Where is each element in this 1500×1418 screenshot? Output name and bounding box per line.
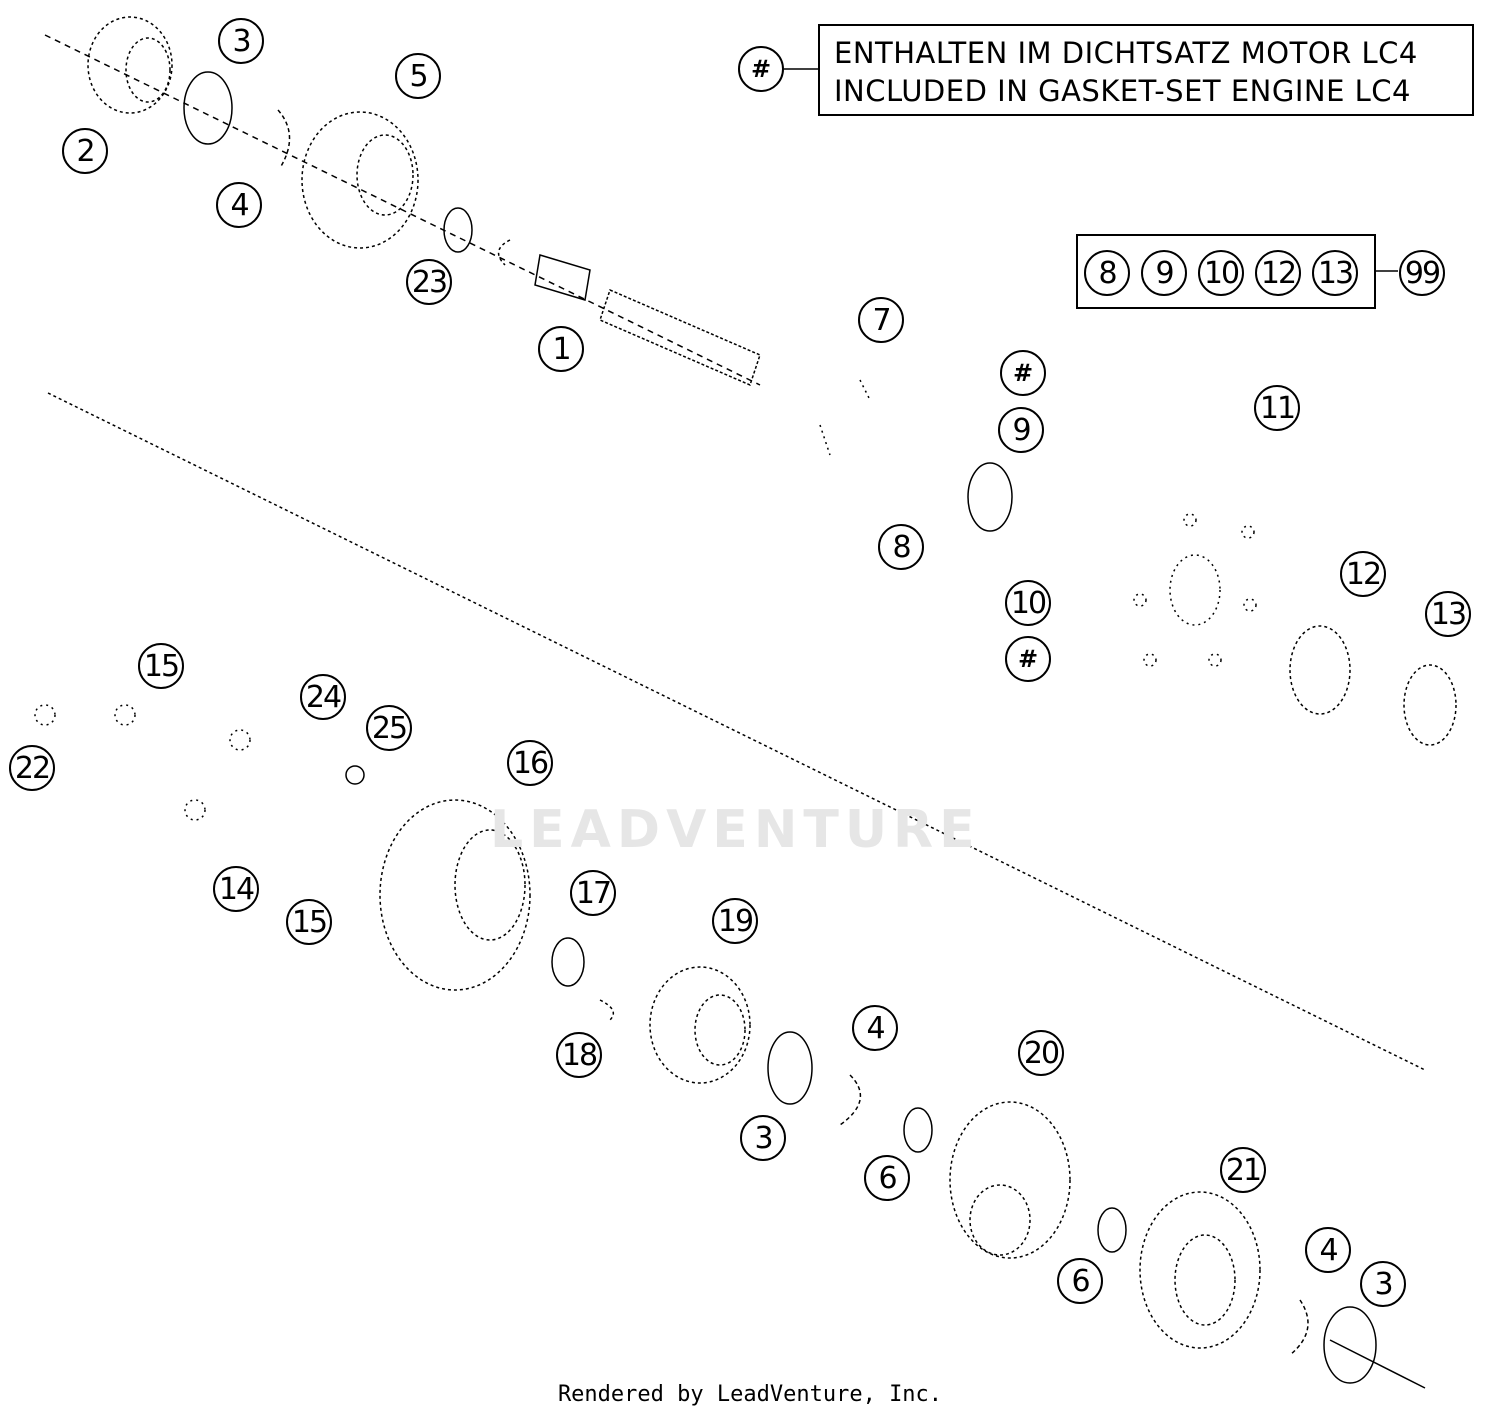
callout-3-mid[interactable]: 3 bbox=[740, 1115, 786, 1161]
kit-part-13[interactable]: 13 bbox=[1312, 250, 1358, 296]
callout-hash-upper[interactable]: # bbox=[1000, 350, 1046, 396]
callout-6-left[interactable]: 6 bbox=[864, 1155, 910, 1201]
callout-5[interactable]: 5 bbox=[395, 53, 441, 99]
circlip-4-end bbox=[1289, 1299, 1309, 1356]
callout-7[interactable]: 7 bbox=[858, 297, 904, 343]
callout-15-bottom[interactable]: 15 bbox=[286, 899, 332, 945]
needle-bearing-1 bbox=[534, 254, 591, 301]
circlip-4-lower bbox=[839, 1074, 862, 1126]
gear-5 bbox=[301, 111, 419, 249]
callout-3-end[interactable]: 3 bbox=[1360, 1261, 1406, 1307]
callout-22[interactable]: 22 bbox=[9, 745, 55, 791]
callout-13[interactable]: 13 bbox=[1425, 591, 1471, 637]
snap-ring-upper bbox=[497, 239, 511, 266]
legend-line-de: ENTHALTEN IM DICHTSATZ MOTOR LC4 bbox=[834, 36, 1418, 70]
small-parts-14-15-22 bbox=[34, 704, 251, 821]
legend-line-en: INCLUDED IN GASKET-SET ENGINE LC4 bbox=[834, 74, 1411, 108]
o-ring-9 bbox=[967, 462, 1013, 532]
lower-shaft-axis-end bbox=[1329, 1339, 1426, 1389]
kit-part-10[interactable]: 10 bbox=[1198, 250, 1244, 296]
parts-7-8-9 bbox=[819, 379, 871, 456]
callout-16[interactable]: 16 bbox=[507, 740, 553, 786]
callout-19[interactable]: 19 bbox=[712, 898, 758, 944]
gear-16 bbox=[379, 799, 531, 991]
callout-15-top[interactable]: 15 bbox=[138, 643, 184, 689]
ring-3-lower bbox=[767, 1031, 813, 1105]
callout-3[interactable]: 3 bbox=[218, 18, 264, 64]
bushing-6-left bbox=[903, 1107, 933, 1153]
callout-2[interactable]: 2 bbox=[62, 128, 108, 174]
callout-8[interactable]: 8 bbox=[878, 524, 924, 570]
bolt-24-25 bbox=[345, 765, 365, 785]
callout-21[interactable]: 21 bbox=[1220, 1147, 1266, 1193]
callout-4-mid[interactable]: 4 bbox=[852, 1005, 898, 1051]
ring-3-end bbox=[1323, 1306, 1377, 1384]
gear-20 bbox=[949, 1101, 1071, 1259]
ring-13 bbox=[1403, 664, 1457, 746]
callout-4-end[interactable]: 4 bbox=[1305, 1227, 1351, 1273]
callout-hash-lower[interactable]: # bbox=[1005, 636, 1051, 682]
gear-19 bbox=[649, 966, 751, 1084]
gear-bearing-2 bbox=[87, 16, 173, 114]
footer-credit: Rendered by LeadVenture, Inc. bbox=[557, 1382, 943, 1407]
legend-symbol: # bbox=[738, 46, 784, 92]
snap-ring-18 bbox=[599, 999, 615, 1021]
legend-box: ENTHALTEN IM DICHTSATZ MOTOR LC4 INCLUDE… bbox=[818, 24, 1474, 116]
kit-part-8[interactable]: 8 bbox=[1084, 250, 1130, 296]
callout-9[interactable]: 9 bbox=[998, 407, 1044, 453]
bushing-23 bbox=[443, 207, 473, 253]
callout-4[interactable]: 4 bbox=[216, 182, 262, 228]
callout-11[interactable]: 11 bbox=[1254, 385, 1300, 431]
disc-12 bbox=[1289, 625, 1351, 715]
upper-shaft-axis bbox=[44, 34, 761, 386]
callout-17[interactable]: 17 bbox=[570, 870, 616, 916]
callout-23[interactable]: 23 bbox=[406, 259, 452, 305]
callout-25[interactable]: 25 bbox=[366, 705, 412, 751]
callout-24[interactable]: 24 bbox=[300, 674, 346, 720]
lower-shaft-axis bbox=[47, 392, 1426, 1071]
shift-assembly-11 bbox=[1133, 513, 1257, 667]
ring-3-upper bbox=[183, 71, 233, 145]
callout-1[interactable]: 1 bbox=[538, 326, 584, 372]
kit-part-9[interactable]: 9 bbox=[1141, 250, 1187, 296]
callout-18[interactable]: 18 bbox=[556, 1032, 602, 1078]
callout-12[interactable]: 12 bbox=[1340, 551, 1386, 597]
callout-14[interactable]: 14 bbox=[213, 866, 259, 912]
main-shaft-1 bbox=[599, 288, 761, 387]
bushing-6-right bbox=[1097, 1207, 1127, 1253]
callout-20[interactable]: 20 bbox=[1018, 1030, 1064, 1076]
callout-10[interactable]: 10 bbox=[1005, 580, 1051, 626]
gear-21 bbox=[1139, 1191, 1261, 1349]
bushing-17 bbox=[551, 937, 585, 987]
kit-part-12[interactable]: 12 bbox=[1255, 250, 1301, 296]
circlip-4-upper bbox=[277, 109, 291, 169]
kit-set-99[interactable]: 99 bbox=[1399, 250, 1445, 296]
watermark: LEADVENTURE bbox=[490, 800, 981, 860]
callout-6-right[interactable]: 6 bbox=[1057, 1258, 1103, 1304]
